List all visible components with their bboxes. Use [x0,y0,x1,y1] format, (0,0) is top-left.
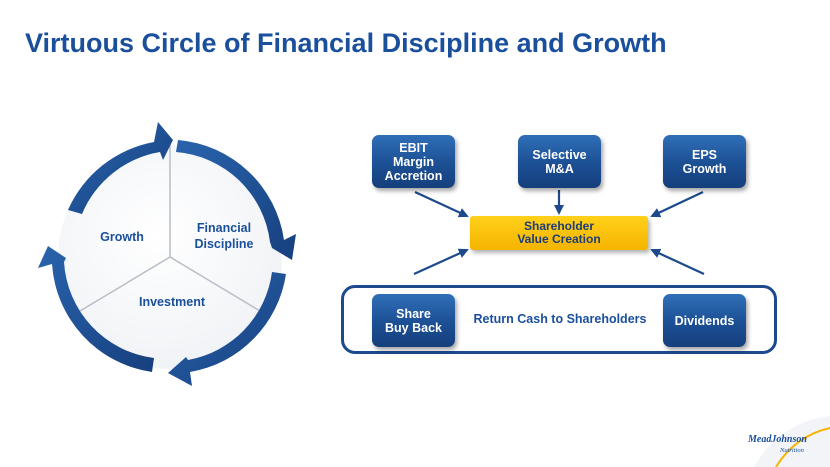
box-selective-ma: Selective M&A [518,135,601,188]
segment-label-investment: Investment [139,295,206,309]
ring-arrow-top [68,122,173,214]
arrow-eps-to-value [650,191,704,218]
logo-text-sub: Nutrition [779,447,804,454]
arrow-ebit-to-value [414,191,469,218]
page-title: Virtuous Circle of Financial Discipline … [25,28,667,58]
segment-divider [74,256,171,315]
segment-divider [169,256,266,315]
arrow-return-right-to-value [650,248,705,275]
box-ebit-margin-accretion: EBIT Margin Accretion [372,135,455,188]
arrow-return-left-to-value [413,248,469,276]
ring-arrow-bottom [168,272,286,386]
segment-label-growth: Growth [100,230,144,244]
ring-arrow-left [38,246,154,372]
logo-text-brand: MeadJohnson [747,434,807,445]
return-cash-label: Return Cash to Shareholders [473,312,647,326]
return-cash-frame [341,285,777,354]
mead-johnson-logo: MeadJohnson Nutrition [747,416,830,467]
box-shareholder-value-creation: Shareholder Value Creation [470,216,648,250]
box-dividends: Dividends [663,294,746,347]
box-share-buy-back: Share Buy Back [372,294,455,347]
ring-arrow-right [176,140,296,260]
box-eps-growth: EPS Growth [663,135,746,188]
